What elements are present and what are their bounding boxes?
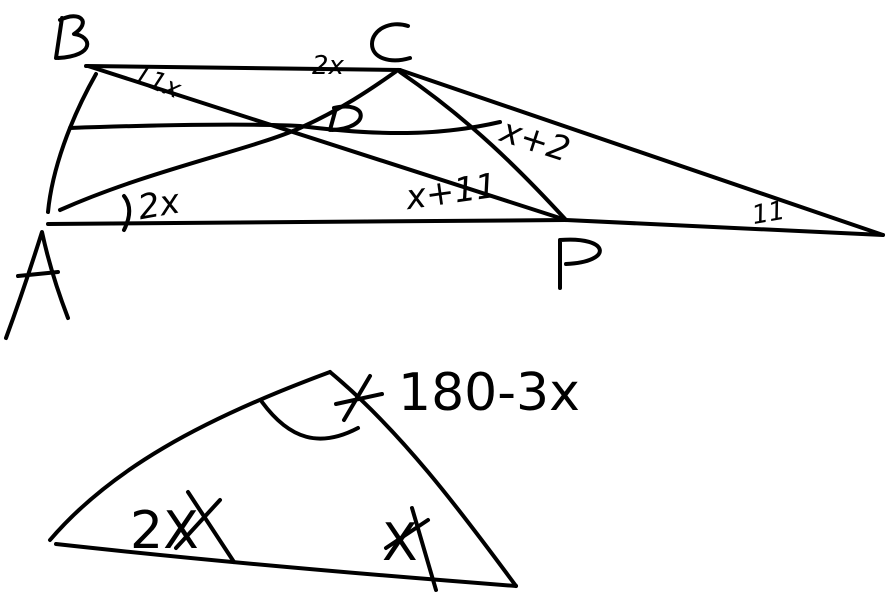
- upper-figure: [46, 64, 885, 237]
- lower-right-side: [328, 370, 518, 588]
- lower-top-label: 180-3x: [398, 363, 580, 423]
- segment-ap: [46, 218, 568, 226]
- point-a-label: A: [20, 287, 32, 304]
- lower-right-x-mark: [384, 506, 438, 592]
- lower-left-side: [48, 370, 332, 542]
- lower-left-label: 2X: [130, 501, 199, 561]
- segment-p-far: [564, 218, 885, 237]
- lower-base: [54, 542, 518, 588]
- segment-ab: [46, 72, 98, 214]
- angle-label-c: 2x: [312, 51, 345, 81]
- point-p-glyph: [558, 237, 602, 290]
- point-c-label: C: [380, 37, 391, 54]
- segment-ac: [58, 68, 400, 212]
- lower-triangle: [48, 370, 518, 592]
- point-a-glyph: [4, 230, 70, 340]
- segment-bp: [86, 64, 568, 222]
- point-d-label: D: [335, 115, 347, 132]
- lower-top-arc: [260, 400, 360, 441]
- segment-through-d: [68, 120, 502, 136]
- angle-labels: 11x 2x x+2 2x x+11 11: [129, 51, 788, 231]
- angle-marks: [122, 194, 132, 232]
- angle-label-far: 11: [750, 196, 788, 231]
- point-labels: [4, 14, 602, 340]
- point-b-label: B: [60, 37, 71, 54]
- point-p-label: P: [560, 267, 569, 284]
- segment-c-far: [398, 68, 885, 237]
- lower-top-cross: [334, 374, 384, 422]
- segment-cp: [398, 70, 568, 222]
- point-d-glyph: [328, 104, 363, 132]
- angle-label-a: 2x: [135, 181, 184, 228]
- angle-arc-a: [122, 194, 132, 232]
- point-b-glyph: [54, 14, 90, 60]
- segment-bc: [84, 64, 402, 72]
- lower-left-x-mark: [174, 490, 236, 564]
- lower-right-label: X: [382, 513, 418, 573]
- point-c-glyph: [370, 22, 412, 63]
- lower-triangle-labels: 180-3x 2X X: [130, 363, 580, 573]
